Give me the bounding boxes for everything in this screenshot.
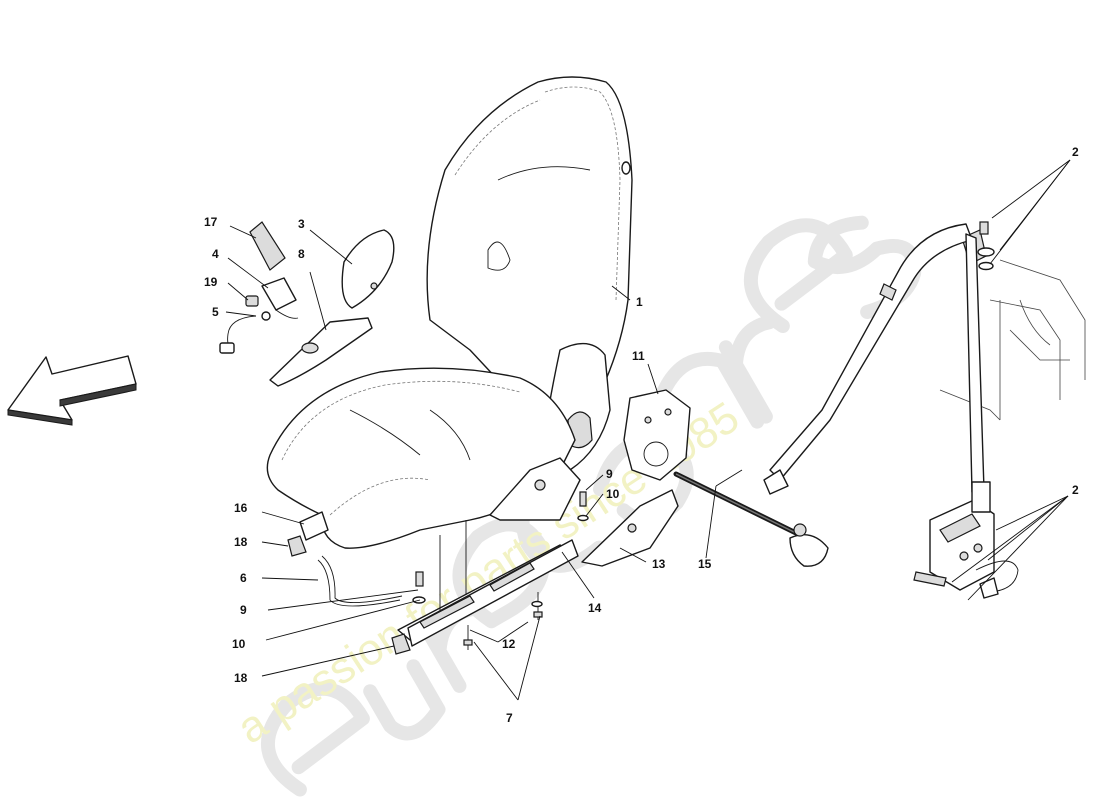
buckle-4 xyxy=(261,277,297,311)
side-cover-3 xyxy=(341,229,395,309)
callout-19: 19 xyxy=(204,275,218,289)
callout-5: 5 xyxy=(212,305,219,319)
callout-9-right: 9 xyxy=(606,467,613,481)
callout-9-left: 9 xyxy=(240,603,247,617)
buckle-cover-17 xyxy=(249,221,286,271)
callout-7: 7 xyxy=(506,711,513,725)
callout-3: 3 xyxy=(298,217,305,231)
callout-14: 14 xyxy=(588,601,602,615)
callout-15: 15 xyxy=(698,557,712,571)
rail-clip-18-upper xyxy=(287,535,307,557)
seat-assembly xyxy=(266,76,633,655)
callout-10-right: 10 xyxy=(606,487,620,501)
callout-4: 4 xyxy=(212,247,219,261)
rail-bolts-7 xyxy=(463,592,543,650)
callout-13: 13 xyxy=(652,557,666,571)
bolt-9b xyxy=(579,491,587,507)
side-plate-11 xyxy=(623,389,691,481)
callout-11: 11 xyxy=(632,349,645,363)
direction-arrow-icon xyxy=(7,355,137,426)
leader-lines xyxy=(225,159,1071,701)
seat-side-plate xyxy=(489,457,581,521)
trim-panel-8 xyxy=(269,317,373,387)
callout-10-left: 10 xyxy=(232,637,246,651)
belt-webbing-vertical xyxy=(965,233,985,493)
callout-1: 1 xyxy=(636,295,643,309)
side-plates xyxy=(577,389,691,567)
seat-belt-assembly xyxy=(763,221,1086,599)
buckle-cluster xyxy=(219,221,395,387)
callout-18-upper: 18 xyxy=(234,535,248,549)
callout-2-lower: 2 xyxy=(1072,483,1079,497)
callout-2-upper: 2 xyxy=(1072,145,1079,159)
callout-12: 12 xyxy=(502,637,516,651)
rail-clip-16 xyxy=(299,511,329,541)
tie-rod-15 xyxy=(673,471,829,567)
seat-adjust-bar xyxy=(317,559,401,607)
callout-labels: 1 2 2 3 4 5 6 7 8 9 9 10 10 11 12 13 14 … xyxy=(204,145,1079,725)
callout-17: 17 xyxy=(204,215,218,229)
callout-6: 6 xyxy=(240,571,247,585)
callout-16: 16 xyxy=(234,501,248,515)
rail-clip-18-lower xyxy=(391,633,411,655)
belt-anchor-bolt xyxy=(913,571,947,587)
callout-8: 8 xyxy=(298,247,305,261)
callout-18-lower: 18 xyxy=(234,671,248,685)
watermark-logo xyxy=(261,215,922,797)
